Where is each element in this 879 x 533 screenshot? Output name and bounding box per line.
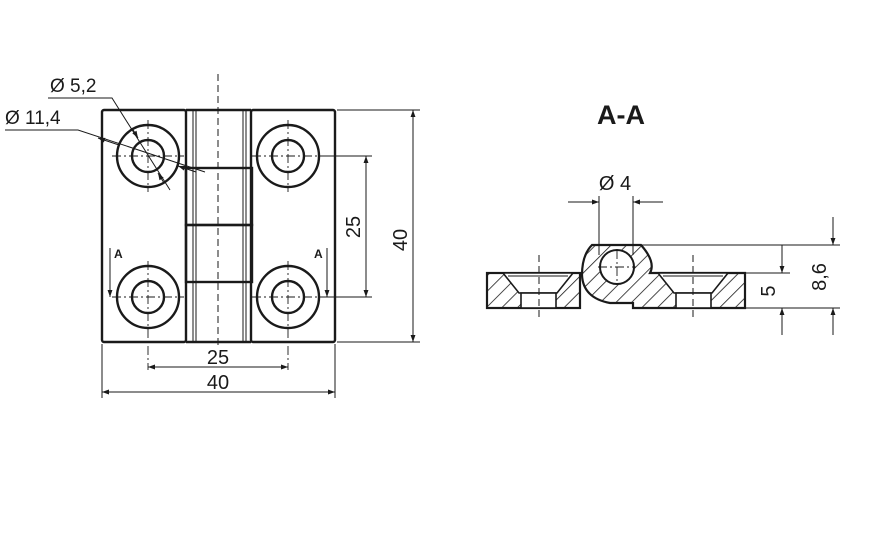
knuckle xyxy=(184,108,254,344)
hole-bottom-left xyxy=(112,261,184,370)
dim-vertical-pitch: 25 xyxy=(320,155,372,298)
dim-hole-large: Ø 11,4 xyxy=(5,108,206,173)
dim-pin: Ø 4 xyxy=(568,173,663,255)
svg-text:5: 5 xyxy=(758,285,780,296)
hole-top-right xyxy=(252,120,324,192)
svg-text:A-A: A-A xyxy=(597,100,645,130)
svg-text:Ø 5,2: Ø 5,2 xyxy=(50,76,96,97)
dim-plate-thickness: 5 xyxy=(641,244,840,335)
svg-text:25: 25 xyxy=(343,216,365,238)
section-view: A-A Ø 4 xyxy=(485,100,840,335)
left-leaf xyxy=(100,108,188,344)
svg-text:25: 25 xyxy=(207,347,229,369)
svg-text:40: 40 xyxy=(390,229,412,251)
section-right-leaf-knuckle xyxy=(580,243,747,310)
svg-text:A: A xyxy=(314,247,323,261)
svg-text:40: 40 xyxy=(207,372,229,394)
dim-total-height: 8,6 xyxy=(809,217,836,335)
svg-text:8,6: 8,6 xyxy=(809,263,831,291)
svg-text:A: A xyxy=(114,247,123,261)
section-mark-right: A xyxy=(314,247,330,297)
svg-text:Ø 11,4: Ø 11,4 xyxy=(5,108,61,129)
dim-vertical-total: 40 xyxy=(337,109,420,343)
hole-bottom-right xyxy=(252,261,324,370)
svg-text:Ø 4: Ø 4 xyxy=(599,173,631,195)
section-mark-left: A xyxy=(107,247,123,297)
dim-hole-small: Ø 5,2 xyxy=(48,76,171,191)
section-left-leaf xyxy=(485,271,582,310)
dim-horizontal-total: 40 xyxy=(101,344,336,398)
right-leaf xyxy=(249,108,337,344)
front-view: A A Ø 5,2 Ø 11,4 25 xyxy=(5,74,420,398)
dim-horizontal-pitch: 25 xyxy=(148,347,288,370)
